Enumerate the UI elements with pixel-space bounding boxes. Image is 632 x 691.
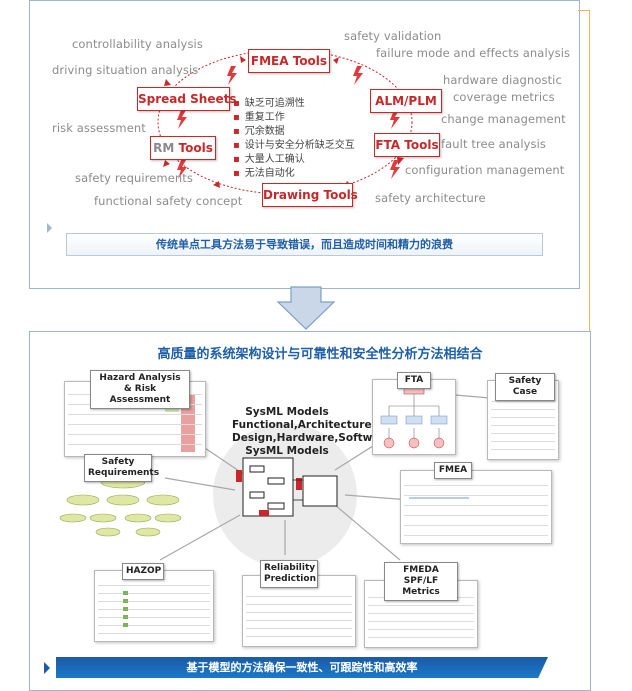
fmeda-label: FMEDA SPF/LF Metrics	[384, 562, 458, 601]
fta-label: FTA	[397, 372, 431, 389]
safety-requirements-label: Safety Requirements	[84, 454, 159, 482]
sysml-line: Design,Hardware,Softwar	[232, 432, 385, 444]
fta-tools-box: FTA Tools	[374, 133, 440, 157]
keyword-coverage-metrics: coverage metrics	[453, 90, 555, 104]
bottom-title: 高质量的系统架构设计与可靠性和安全性分析方法相结合	[157, 347, 483, 362]
rm-tools-box: RM Tools	[150, 136, 216, 160]
keyword-safety-architecture: safety architecture	[375, 191, 486, 205]
bottom-banner-marker	[44, 662, 50, 674]
drawing-tools-box: Drawing Tools	[262, 183, 358, 207]
alm-plm-box: ALM/PLM	[370, 89, 442, 113]
fmea-thumbnail	[400, 470, 552, 544]
bottom-banner: 基于模型的方法确保一致性、可跟踪性和高效率	[56, 657, 548, 678]
top-banner: 传统单点工具方法易于导致错误，而且造成时间和精力的浪费	[66, 233, 543, 256]
keyword-controllability: controllability analysis	[72, 37, 203, 51]
down-arrow-icon	[276, 286, 336, 330]
rm-suffix: Tools	[178, 141, 213, 155]
problem-item: 大量人工确认	[233, 153, 355, 167]
keyword-hardware-diagnostic: hardware diagnostic	[443, 73, 562, 87]
problem-item: 冗余数据	[233, 125, 355, 139]
sysml-line: SysML Models	[245, 406, 329, 418]
sysml-line: SysML Models	[245, 445, 329, 457]
reliability-label: Reliability Prediction	[260, 560, 318, 588]
keyword-fmea: failure mode and effects analysis	[376, 46, 571, 60]
hara-label: Hazard Analysis & Risk Assessment	[90, 370, 190, 409]
problem-item: 缺乏可追溯性	[233, 97, 355, 111]
sysml-models-title: SysML Models Functional,Architecture, De…	[232, 406, 385, 458]
keyword-safety-validation: safety validation	[344, 29, 442, 43]
rm-prefix: RM	[153, 141, 179, 155]
problem-list: 缺乏可追溯性 重复工作 冗余数据 设计与安全分析缺乏交互 大量人工确认 无法自动…	[233, 97, 355, 181]
keyword-driving-situation: driving situation analysis	[52, 63, 199, 77]
hazop-thumbnail	[94, 570, 214, 642]
keyword-risk-assessment: risk assessment	[52, 121, 146, 135]
problem-item: 无法自动化	[233, 167, 355, 181]
keyword-change-management: change management	[441, 112, 566, 126]
keyword-functional-safety-concept: functional safety concept	[94, 194, 243, 208]
fmea-tools-box: FMEA Tools	[248, 49, 330, 73]
problem-item: 重复工作	[233, 111, 355, 125]
sysml-line: Functional,Architecture,	[232, 419, 376, 431]
spread-sheets-box: Spread Sheets	[137, 87, 237, 111]
safety-requirements-graph	[59, 475, 182, 537]
banner-marker	[47, 223, 52, 233]
fta-thumbnail	[372, 379, 456, 455]
keyword-safety-requirements: safety requirements	[75, 171, 193, 185]
hazop-label: HAZOP	[122, 563, 164, 580]
orange-frame-top	[578, 10, 590, 11]
safety-case-label: Safety Case	[495, 373, 555, 401]
problem-item: 设计与安全分析缺乏交互	[233, 139, 355, 153]
keyword-fault-tree-analysis: fault tree analysis	[441, 137, 546, 151]
fmea-label: FMEA	[434, 462, 472, 479]
keyword-configuration-management: configuration management	[405, 163, 565, 177]
